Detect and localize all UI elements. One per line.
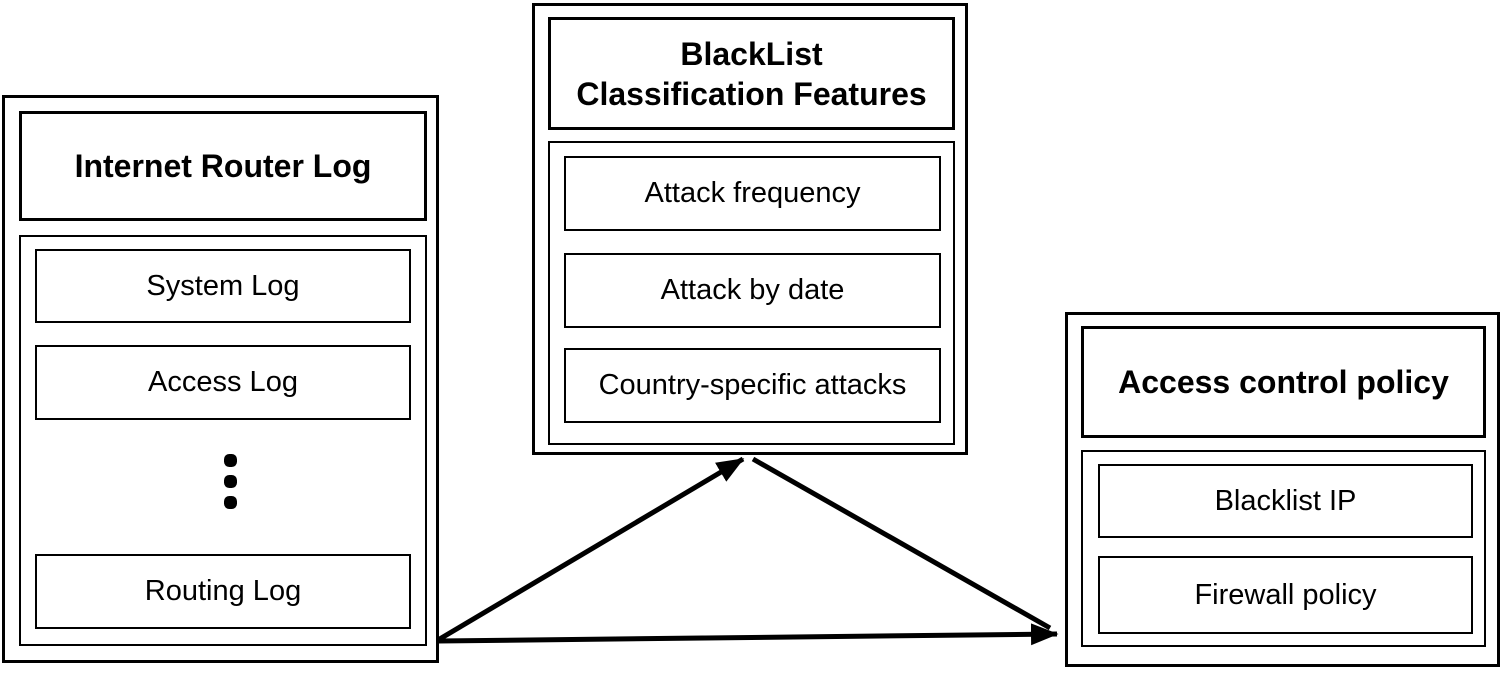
access-log-label: Access Log [148,366,298,398]
blacklist-title-line1: BlackList [680,35,823,72]
blacklist-ip-box: Blacklist IP [1098,464,1473,538]
attack-frequency-label: Attack frequency [644,177,861,209]
blacklist-ip-label: Blacklist IP [1214,484,1357,517]
access-log-box: Access Log [35,345,411,420]
access-control-policy-title-box: Access control policy [1081,326,1486,438]
country-specific-attacks-box: Country-specific attacks [564,348,941,423]
system-log-label: System Log [146,269,300,302]
blacklist-classification-features-group: BlackList Classification Features Attack… [532,3,968,455]
internet-router-log-group: Internet Router Log System Log Access Lo… [2,95,439,663]
blacklist-title-line2: Classification Features [576,75,927,112]
access-control-policy-title: Access control policy [1118,364,1449,400]
access-control-policy-items-container: Blacklist IP Firewall policy [1081,450,1486,647]
arrow-routerlog-to-features [436,456,745,643]
internet-router-log-items-container: System Log Access Log Routing Log [19,235,427,646]
access-control-policy-group: Access control policy Blacklist IP Firew… [1065,312,1500,667]
internet-router-log-title: Internet Router Log [74,148,372,184]
internet-router-log-title-box: Internet Router Log [19,111,427,221]
arrow-features-to-policy [751,456,1052,631]
routing-log-box: Routing Log [35,554,411,629]
blacklist-classification-features-title-box: BlackList Classification Features [548,17,955,130]
firewall-policy-box: Firewall policy [1098,556,1473,634]
firewall-policy-label: Firewall policy [1194,578,1377,611]
country-specific-attacks-label: Country-specific attacks [598,369,907,401]
vertical-ellipsis-icon [224,450,237,513]
attack-by-date-box: Attack by date [564,253,941,328]
classification-features-items-container: Attack frequency Attack by date Country-… [548,141,955,445]
attack-by-date-label: Attack by date [660,274,845,306]
attack-frequency-box: Attack frequency [564,156,941,231]
arrow-routerlog-to-policy [437,623,1059,646]
routing-log-label: Routing Log [144,575,302,607]
system-log-box: System Log [35,249,411,323]
